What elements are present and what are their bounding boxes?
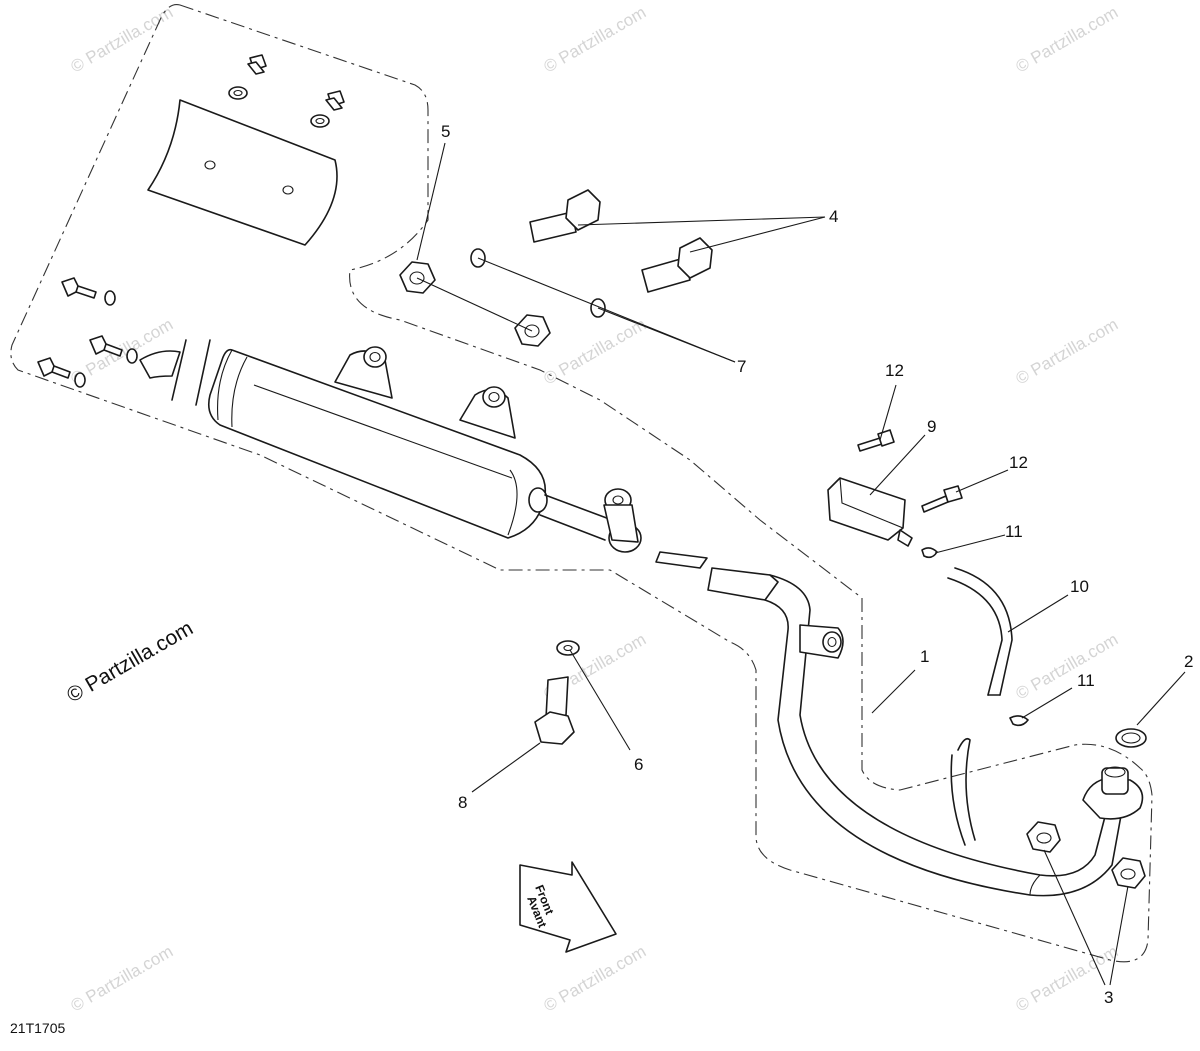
flange-nut	[1026, 821, 1061, 853]
mounting-nut	[399, 261, 436, 294]
front-direction-arrow: Front Avant	[519, 861, 617, 953]
module-screw	[857, 429, 895, 452]
watermark: © Partzilla.com	[1013, 3, 1122, 77]
callout-4: 4	[829, 207, 838, 226]
tail-pipe	[139, 339, 211, 406]
callout-8: 8	[458, 793, 467, 812]
muffler	[207, 346, 613, 541]
callout-12: 12	[1009, 453, 1028, 472]
callout-7: 7	[737, 357, 746, 376]
callout-6: 6	[634, 755, 643, 774]
callout-3: 3	[1104, 988, 1113, 1007]
muffler-bolt	[37, 357, 86, 388]
callout-11: 11	[1005, 522, 1023, 541]
callout-1: 1	[920, 647, 929, 666]
watermark: © Partzilla.com	[1013, 630, 1122, 704]
watermark: © Partzilla.com	[541, 315, 650, 389]
watermark: © Partzilla.com	[68, 3, 177, 77]
shield-screw	[228, 54, 267, 100]
callout-5: 5	[441, 122, 450, 141]
flange-nut	[1111, 857, 1146, 889]
module-screw	[921, 485, 963, 513]
head-pipe	[707, 567, 1144, 897]
exhaust-clamp	[603, 488, 642, 553]
exhaust-gasket-ring	[1115, 728, 1147, 748]
callout-11: 11	[1077, 671, 1095, 690]
callout-9: 9	[927, 417, 936, 436]
copyright-credit: © Partzilla.com	[63, 617, 197, 708]
shield-screw	[310, 90, 345, 128]
watermark: © Partzilla.com	[68, 942, 177, 1016]
watermark: © Partzilla.com	[541, 3, 650, 77]
muffler-bolt	[89, 335, 138, 364]
exhaust-valve-module	[827, 477, 913, 547]
callout-10: 10	[1070, 577, 1089, 596]
mounting-nut	[514, 314, 551, 347]
callout-12: 12	[885, 361, 904, 380]
mounting-bolt	[534, 676, 575, 745]
watermark: © Partzilla.com	[541, 942, 650, 1016]
mounting-bolt	[641, 237, 713, 293]
muffler-bolt	[61, 277, 116, 306]
mounting-bolt	[529, 189, 601, 243]
watermark: © Partzilla.com	[1013, 315, 1122, 389]
leader-lines	[416, 142, 1186, 986]
washer	[556, 640, 580, 656]
diagram-code: 21T1705	[10, 1020, 65, 1036]
hose-clip	[921, 547, 938, 559]
callout-labels: 1 2 3 4 5 6 7 8 9 10 11 11 12 12	[441, 122, 1193, 1007]
heat-shield	[147, 99, 338, 246]
callout-2: 2	[1184, 652, 1193, 671]
gasket	[655, 551, 708, 569]
assembly-outline	[10, 4, 1153, 963]
hose-clip	[1009, 715, 1029, 727]
vent-hose	[947, 567, 1013, 696]
